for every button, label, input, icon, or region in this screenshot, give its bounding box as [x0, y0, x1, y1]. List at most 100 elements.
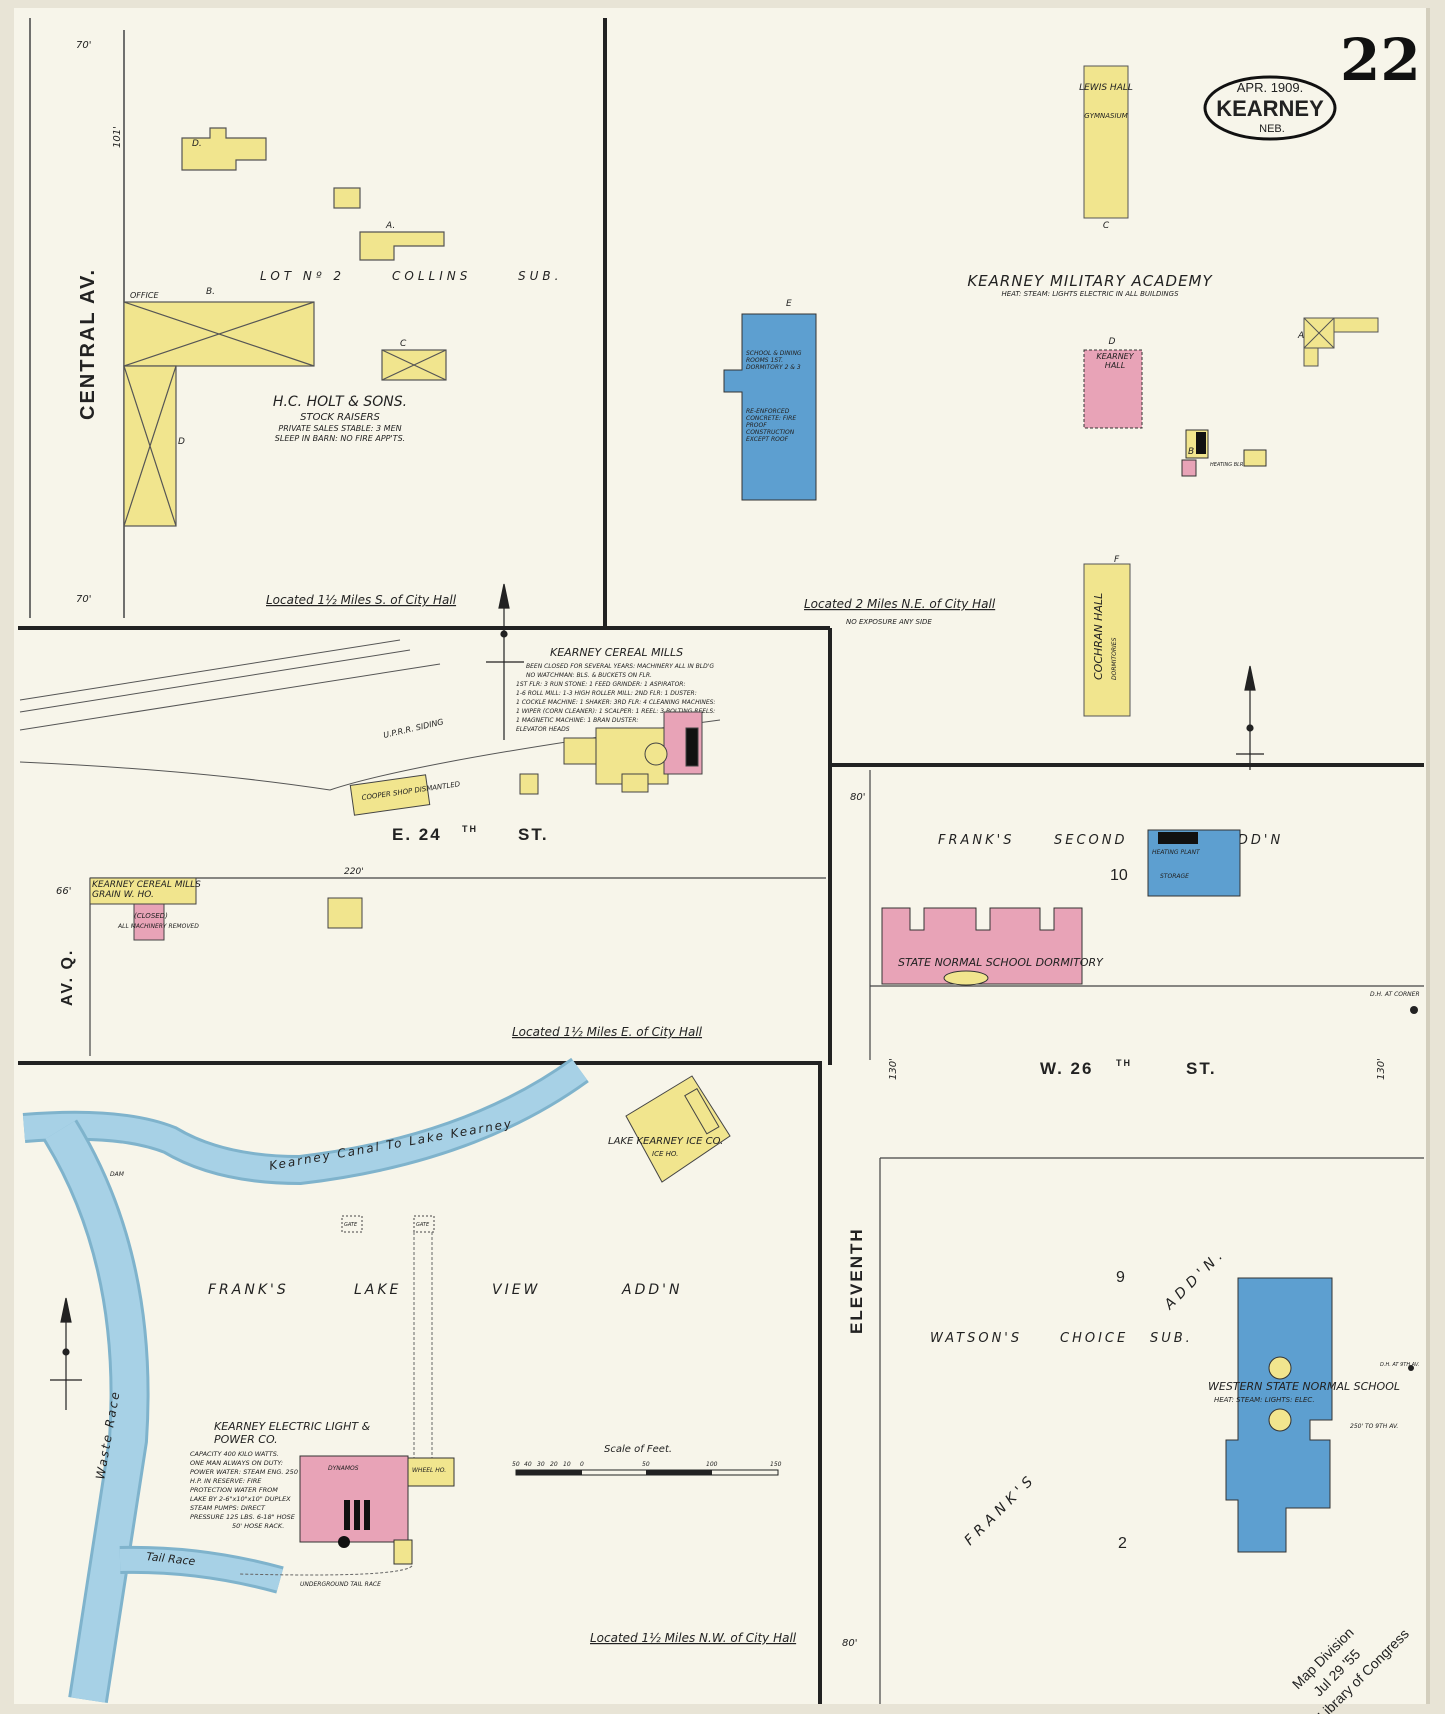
ice-ho-label: ICE HO. [652, 1150, 678, 1158]
academy-lewis-label: LEWIS HALL [1079, 83, 1133, 93]
cereal-note-0: BEEN CLOSED FOR SEVERAL YEARS: MACHINERY… [526, 663, 714, 670]
power-note-3: H.P. IN RESERVE: FIRE [190, 1477, 262, 1485]
cereal-note-1: NO WATCHMAN: BLS. & BUCKETS ON FLR. [526, 672, 652, 679]
north-arrow-electric [50, 1297, 82, 1410]
holt-name: H.C. HOLT & SONS. [273, 394, 407, 410]
tail-race-water [119, 1548, 283, 1591]
cereal-grain-label-box: KEARNEY CEREAL MILLS GRAIN W. HO. [92, 880, 201, 900]
western-block-2: 2 [1118, 1535, 1127, 1552]
dorm-dim-130a: 130' [888, 1058, 899, 1080]
academy-cochran-label: COCHRAN HALL [1092, 593, 1105, 680]
western-choice: CHOICE [1060, 1331, 1128, 1346]
cereal-note-6: 1 MAGNETIC MACHINE: 1 BRAN DUSTER: [516, 717, 638, 724]
western-dist: 250' TO 9TH AV. [1350, 1423, 1398, 1430]
scale-tick-4: 10 [563, 1461, 571, 1468]
cereal-dim-66: 66' [56, 886, 71, 897]
street-eleventh: ELEVENTH [847, 1227, 866, 1334]
academy-bldg-c: C [1103, 221, 1110, 231]
western-sub: SUB. [1150, 1331, 1193, 1346]
western-rotunda-1 [1268, 1356, 1292, 1380]
western-rotunda-2 [1268, 1408, 1292, 1432]
cereal-note-3: 1-6 ROLL MILL: 1-3 HIGH ROLLER MILL: 2ND… [516, 690, 697, 697]
dorm-building [881, 907, 1083, 985]
holt-barn [123, 301, 315, 527]
scale-tick-8: 150 [770, 1461, 782, 1468]
power-company-box: KEARNEY ELECTRIC LIGHT & POWER CO. [214, 1420, 370, 1446]
power-note-0: CAPACITY 400 KILO WATTS. [190, 1450, 279, 1458]
academy-lewis-hall [1083, 65, 1129, 219]
street-av-q: AV. Q. [59, 949, 76, 1006]
academy-bldg-b: B [1188, 447, 1194, 457]
dim-holt-side: 101' [112, 126, 123, 148]
holt-line2: PRIVATE SALES STABLE: 3 MEN [278, 424, 401, 433]
holt-bldg-d2: D [178, 437, 185, 447]
academy-shed [1243, 449, 1267, 467]
dorm-dh: D.H. AT CORNER [1370, 991, 1420, 998]
electric-located: Located 1½ Miles N.W. of City Hall [590, 1631, 797, 1645]
academy-heating-annex [1181, 459, 1197, 477]
panel-normal-dorm: 80' 130' 130' FRANK'S SECOND ADD'N 10 HE… [850, 770, 1424, 1080]
academy-name: KEARNEY MILITARY ACADEMY [967, 272, 1213, 290]
underground-label: UNDERGROUND TAIL RACE [300, 1581, 381, 1588]
gate-1 [341, 1215, 363, 1233]
power-note-5: LAKE BY 2-6"x10"x10" DUPLEX [190, 1495, 291, 1503]
academy-bldg-f: F [1114, 555, 1120, 565]
dorm-porch [943, 970, 989, 986]
lake-view-1: FRANK'S [208, 1282, 289, 1298]
holt-lot-label: LOT Nº 2 [260, 269, 345, 283]
ice-label: LAKE KEARNEY ICE CO. [608, 1136, 723, 1147]
holt-line3: SLEEP IN BARN: NO FIRE APP'TS. [275, 434, 405, 443]
academy-reinforced-box: RE-ENFORCED CONCRETE: FIRE PROOF CONSTRU… [746, 408, 797, 443]
street-e-24th-sup: TH [462, 824, 478, 834]
cereal-grain-label: KEARNEY CEREAL MILLS GRAIN W. HO. [92, 880, 201, 900]
sheet-date: APR. 1909. [1237, 80, 1304, 95]
gate-2 [413, 1215, 435, 1233]
cereal-removed: ALL MACHINERY REMOVED [117, 923, 199, 930]
academy-kearney-hall-label: KEARNEY HALL [1096, 352, 1134, 370]
scale-tick-2: 30 [537, 1461, 545, 1468]
holt-bldg-d: D. [192, 139, 202, 149]
dorm-second: SECOND [1054, 833, 1128, 848]
wheel-house [407, 1457, 455, 1487]
flume [413, 1232, 433, 1460]
street-w-26th-st: ST. [1186, 1059, 1217, 1078]
dim-holt-bottom: 70' [76, 594, 91, 605]
ice-house-annex [684, 1087, 720, 1135]
holt-outbuildings [181, 127, 447, 381]
power-annex [393, 1539, 413, 1565]
dam-label: DAM [110, 1171, 125, 1178]
western-block-9: 9 [1116, 1269, 1125, 1286]
power-note-6: STEAM PUMPS: DIRECT [190, 1504, 266, 1512]
dorm-heating-label: HEATING PLANT [1152, 849, 1201, 856]
lake-view-2: LAKE [354, 1282, 401, 1298]
dorm-dim-80: 80' [850, 792, 865, 803]
academy-bldg-d: D [1109, 337, 1116, 347]
power-note-8: 50' HOSE RACK. [232, 1522, 284, 1530]
holt-located: Located 1½ Miles S. of City Hall [266, 593, 457, 607]
cereal-note-7: ELEVATOR HEADS [516, 726, 570, 733]
academy-bldg-a-shape [1303, 317, 1379, 367]
city-name: KEARNEY [1216, 96, 1324, 121]
canal-water [23, 1060, 588, 1183]
holt-line1: STOCK RAISERS [300, 412, 380, 423]
underground-tail [239, 1565, 413, 1576]
panel-electric: Kearney Canal To Lake Kearney DAM Waste … [22, 1057, 797, 1704]
scale-tick-1: 40 [524, 1461, 532, 1468]
scale-tick-7: 100 [706, 1461, 718, 1468]
cereal-note-4: 1 COCKLE MACHINE: 1 SHAKER: 3RD FLR: 4 C… [516, 699, 715, 706]
dorm-storage-label: STORAGE [1160, 873, 1189, 880]
scale-tick-3: 20 [550, 1461, 558, 1468]
cereal-cooper-shop [349, 774, 431, 816]
academy-no-exposure: NO EXPOSURE ANY SIDE [846, 618, 932, 626]
cereal-located: Located 1½ Miles E. of City Hall [512, 1025, 703, 1039]
cereal-note-5: 1 WIPER (CORN CLEANER): 1 SCALPER: 1 REE… [516, 708, 715, 715]
cereal-grain-house [89, 877, 197, 905]
academy-reinforced-note: RE-ENFORCED CONCRETE: FIRE PROOF CONSTRU… [746, 408, 797, 443]
dorm-label: STATE NORMAL SCHOOL DORMITORY [898, 956, 1104, 969]
sheet-number: 22 [1340, 26, 1421, 94]
street-w-26th: W. 26 [1040, 1059, 1093, 1078]
academy-located: Located 2 Miles N.E. of City Hall [804, 597, 996, 611]
academy-heating-label: HEATING BLR. [1210, 462, 1245, 468]
